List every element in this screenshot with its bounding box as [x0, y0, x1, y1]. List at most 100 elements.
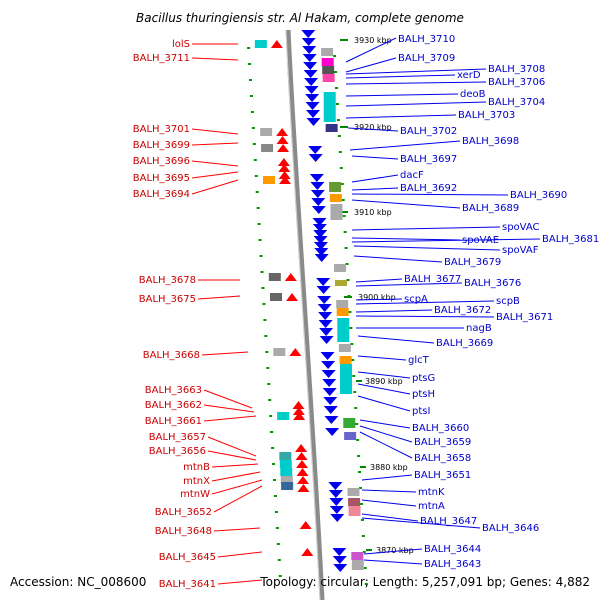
gene-label-balh-3675[interactable]: BALH_3675 [139, 294, 196, 305]
gene-label-balh-3689[interactable]: BALH_3689 [462, 203, 519, 214]
gene-label-balh-3648[interactable]: BALH_3648 [155, 526, 212, 537]
gene-label-balh-3668[interactable]: BALH_3668 [143, 350, 200, 361]
gene-label-balh-3647[interactable]: BALH_3647 [420, 516, 477, 527]
gene-label-balh-3696[interactable]: BALH_3696 [133, 156, 190, 167]
gene-label-mtnk[interactable]: mtnK [418, 487, 445, 498]
left-label-connector [211, 479, 263, 495]
reverse-gene-arrow [304, 78, 319, 86]
gene-label-balh-3663[interactable]: BALH_3663 [145, 385, 202, 396]
reverse-gene-arrow [312, 224, 327, 232]
left-label-connector [203, 389, 253, 409]
reverse-gene-block [351, 552, 364, 560]
gene-label-dacf[interactable]: dacF [400, 170, 424, 181]
left-label-connector [203, 404, 255, 413]
gene-label-xerd[interactable]: xerD [457, 70, 481, 81]
gene-label-ptsh[interactable]: ptsH [412, 389, 435, 400]
gene-label-balh-3644[interactable]: BALH_3644 [424, 544, 481, 555]
gene-label-balh-3711[interactable]: BALH_3711 [133, 53, 190, 64]
gene-label-balh-3697[interactable]: BALH_3697 [400, 154, 457, 165]
gene-label-balh-3690[interactable]: BALH_3690 [510, 190, 567, 201]
right-label-connector [351, 174, 399, 183]
gene-label-scpb[interactable]: scpB [496, 296, 520, 307]
gene-label-mtnw[interactable]: mtnW [180, 489, 210, 500]
gene-label-mtnx[interactable]: mtnX [183, 476, 210, 487]
gene-label-balh-3681[interactable]: BALH_3681 [542, 234, 599, 245]
gene-label-spovaf[interactable]: spoVAF [502, 245, 539, 256]
right-label-connector [345, 74, 456, 79]
right-gene-labels: BALH_3710 BALH_3709 BALH_3708 xerD BALH_… [398, 34, 599, 570]
right-label-connector [357, 395, 411, 412]
gene-label-mtnb[interactable]: mtnB [183, 462, 210, 473]
gene-label-nagb[interactable]: nagB [466, 323, 492, 334]
gene-label-balh-3695[interactable]: BALH_3695 [133, 173, 190, 184]
gene-label-balh-3672[interactable]: BALH_3672 [434, 305, 491, 316]
gene-label-balh-3702[interactable]: BALH_3702 [400, 126, 457, 137]
gene-label-spovac[interactable]: spoVAC [502, 222, 540, 233]
gene-label-balh-3659[interactable]: BALH_3659 [414, 437, 471, 448]
gene-label-balh-3657[interactable]: BALH_3657 [149, 432, 206, 443]
forward-gene-arrow [276, 128, 289, 136]
reverse-gene-block [340, 364, 353, 394]
right-label-connector [345, 93, 459, 97]
left-label-connector [207, 436, 257, 457]
gene-label-lols[interactable]: lolS [172, 39, 190, 50]
gene-label-balh-3694[interactable]: BALH_3694 [133, 189, 190, 200]
reverse-gene-arrow [308, 146, 323, 154]
gene-label-balh-3706[interactable]: BALH_3706 [488, 77, 545, 88]
gene-label-balh-3709[interactable]: BALH_3709 [398, 53, 455, 64]
gene-label-scpa[interactable]: scpA [404, 294, 428, 305]
gene-label-mtna[interactable]: mtnA [418, 501, 445, 512]
gene-label-balh-3660[interactable]: BALH_3660 [412, 423, 469, 434]
gene-label-balh-3701[interactable]: BALH_3701 [133, 124, 190, 135]
gene-label-balh-3671[interactable]: BALH_3671 [496, 312, 553, 323]
gene-label-balh-3679[interactable]: BALH_3679 [444, 257, 501, 268]
right-label-connector [353, 245, 501, 251]
reverse-gene-arrow [322, 379, 337, 387]
reverse-gene-block [343, 418, 356, 428]
right-label-connector [345, 114, 457, 119]
scale-marks: 3930 kbp 3920 kbp 3910 kbp 3900 kbp 3890… [340, 36, 414, 555]
reverse-gene-block [348, 498, 361, 506]
reverse-gene-arrow [306, 118, 321, 126]
gene-label-balh-3710[interactable]: BALH_3710 [398, 34, 455, 45]
minor-ticks [247, 47, 368, 585]
left-label-connector [203, 415, 257, 422]
gene-label-balh-3662[interactable]: BALH_3662 [145, 400, 202, 411]
left-label-connector [207, 450, 257, 461]
gene-label-balh-3676[interactable]: BALH_3676 [464, 278, 521, 289]
gene-label-balh-3704[interactable]: BALH_3704 [488, 97, 545, 108]
right-label-connector [357, 383, 411, 395]
gene-label-balh-3646[interactable]: BALH_3646 [482, 523, 539, 534]
gene-label-balh-3699[interactable]: BALH_3699 [133, 140, 190, 151]
gene-label-balh-3669[interactable]: BALH_3669 [436, 338, 493, 349]
gene-label-balh-3652[interactable]: BALH_3652 [155, 507, 212, 518]
gene-label-balh-3651[interactable]: BALH_3651 [414, 470, 471, 481]
gene-label-balh-3678[interactable]: BALH_3678 [139, 275, 196, 286]
gene-label-ptsi[interactable]: ptsI [412, 406, 430, 417]
gene-label-balh-3692[interactable]: BALH_3692 [400, 183, 457, 194]
gene-label-balh-3645[interactable]: BALH_3645 [159, 552, 216, 563]
forward-gene-block [260, 128, 273, 136]
gene-label-balh-3703[interactable]: BALH_3703 [458, 110, 515, 121]
reverse-gene-block [322, 66, 335, 74]
reverse-gene-arrow [313, 230, 328, 238]
right-label-connector [351, 155, 399, 160]
left-label-connector [211, 463, 259, 468]
gene-label-balh-3661[interactable]: BALH_3661 [145, 416, 202, 427]
gene-label-balh-3658[interactable]: BALH_3658 [414, 453, 471, 464]
reverse-gene-arrow [312, 218, 327, 226]
gene-label-balh-3656[interactable]: BALH_3656 [149, 446, 206, 457]
reverse-gene-arrow [328, 482, 343, 490]
forward-gene-arrow [286, 293, 299, 301]
reverse-gene-arrow [304, 86, 319, 94]
left-label-connector [213, 527, 261, 532]
gene-label-balh-3643[interactable]: BALH_3643 [424, 559, 481, 570]
gene-label-balh-3708[interactable]: BALH_3708 [488, 64, 545, 75]
gene-label-deob[interactable]: deoB [460, 89, 486, 100]
gene-label-balh-3641[interactable]: BALH_3641 [159, 579, 216, 590]
gene-label-spovae[interactable]: spoVAE [462, 235, 499, 246]
gene-label-balh-3677[interactable]: BALH_3677 [404, 274, 461, 285]
gene-label-balh-3698[interactable]: BALH_3698 [462, 136, 519, 147]
gene-label-ptsg[interactable]: ptsG [412, 373, 435, 384]
gene-label-glct[interactable]: glcT [408, 355, 430, 366]
